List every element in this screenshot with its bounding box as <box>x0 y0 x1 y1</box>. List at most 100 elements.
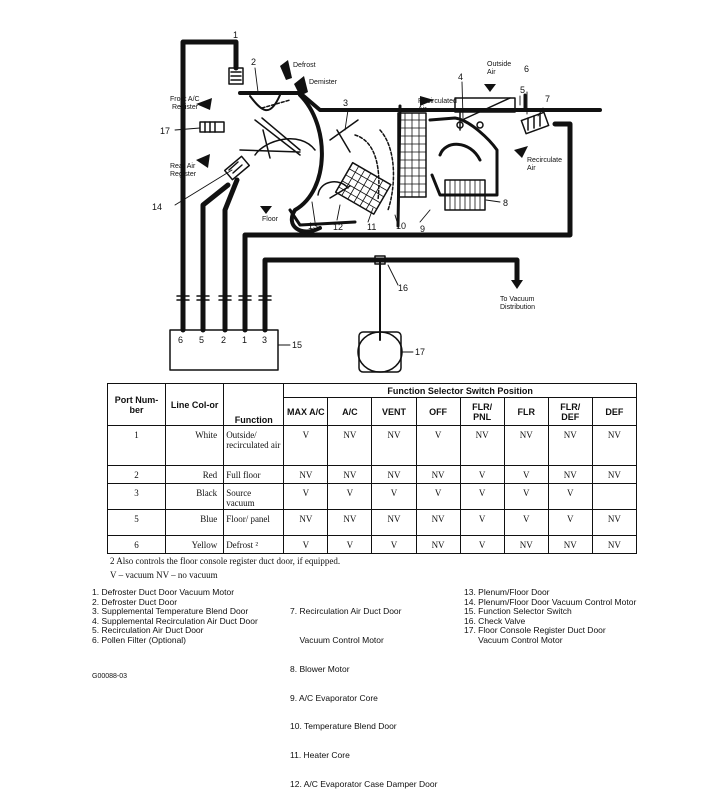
cell-value: V <box>459 535 505 554</box>
cell-value: V <box>371 535 417 554</box>
callout-13: 13 <box>308 221 318 231</box>
switch-port-3: 3 <box>262 335 267 345</box>
header-position: DEF <box>591 397 638 426</box>
cell-value: NV <box>547 535 593 554</box>
cell-value: V <box>415 425 461 466</box>
legend-item: 14. Plenum/Floor Door Vacuum Control Mot… <box>464 596 637 607</box>
header-position: MAX A/C <box>283 397 329 426</box>
cell-value: NV <box>591 425 638 466</box>
table-row: 1 White Outside/ recirculated air V NV N… <box>106 425 638 466</box>
blower-housing <box>428 116 499 197</box>
pollen-filter <box>454 97 516 113</box>
legend-item: 12. A/C Evaporator Case Damper Door <box>290 778 438 789</box>
callout-6: 6 <box>524 64 529 74</box>
header-position: OFF <box>415 397 461 426</box>
vacuum-line-floor-motor <box>222 177 240 333</box>
cell-port: 5 <box>106 509 167 536</box>
label-to-vacuum-2: Distribution <box>500 304 535 311</box>
defrost-arrow <box>280 60 292 80</box>
front-ac-register-motor <box>199 121 225 133</box>
header-function-selector: Function Selector Switch Position <box>283 383 637 398</box>
heater-core <box>334 161 392 215</box>
legend-item: 3. Supplemental Temperature Blend Door <box>92 606 249 617</box>
header-port-number: Port Num-ber <box>106 383 167 426</box>
legend-item: 15. Function Selector Switch <box>464 606 572 617</box>
cell-value: V <box>283 535 329 554</box>
cell-value: NV <box>327 425 373 466</box>
cell-value: V <box>371 483 417 510</box>
defrost-motor-1 <box>228 67 244 85</box>
cell-value: V <box>459 483 505 510</box>
callout-1: 1 <box>233 30 238 40</box>
switch-port-2: 2 <box>221 335 226 345</box>
cell-color: Blue <box>165 509 225 536</box>
callout-8: 8 <box>503 198 508 208</box>
cell-value: V <box>503 509 549 536</box>
switch-port-1: 1 <box>242 335 247 345</box>
cell-value: NV <box>591 465 638 484</box>
legend-item: 16. Check Valve <box>464 615 526 626</box>
legend-item: 10. Temperature Blend Door <box>290 721 397 732</box>
cell-color: Yellow <box>165 535 225 554</box>
label-rear-air-register-2: Register <box>170 171 197 178</box>
cell-value: NV <box>459 425 505 466</box>
header-function: Function <box>223 383 285 426</box>
cell-value: NV <box>503 425 549 466</box>
table-row: 2 Red Full floor NV NV NV NV V V NV NV <box>106 465 638 484</box>
cell-value: V <box>503 483 549 510</box>
legend-item: 8. Blower Motor <box>290 663 350 674</box>
vacuum-line-source <box>262 257 520 333</box>
callout-17-console: 17 <box>415 347 425 357</box>
check-valve <box>374 255 386 265</box>
table-row: 3 Black Source vacuum V V V V V V V <box>106 483 638 510</box>
legend-item: 9. A/C Evaporator Core <box>290 692 378 703</box>
callout-12: 12 <box>333 222 343 232</box>
cell-port: 6 <box>106 535 167 554</box>
cell-value: V <box>459 509 505 536</box>
cell-function: Defrost ² <box>223 535 285 554</box>
callout-11: 11 <box>367 222 376 232</box>
label-to-vacuum-1: To Vacuum <box>500 296 535 303</box>
header-line-color: Line Col-or <box>165 383 225 426</box>
cell-value: V <box>547 509 593 536</box>
cell-port: 2 <box>106 465 167 484</box>
callout-3: 3 <box>343 98 348 108</box>
outside-air-arrow <box>484 84 496 92</box>
cell-value <box>591 483 638 510</box>
cell-function: Full floor <box>223 465 285 484</box>
cell-value: NV <box>371 465 417 484</box>
label-recirculate-air-1: Recirculate <box>527 157 562 164</box>
cell-color: White <box>165 425 225 466</box>
cell-value: NV <box>415 465 461 484</box>
legend-item: 1. Defroster Duct Door Vacuum Motor <box>92 587 235 597</box>
table-footnote: 2 Also controls the floor console regist… <box>110 556 341 566</box>
label-recirculate-air-2: Air <box>527 165 536 172</box>
front-register-arrow <box>196 98 212 110</box>
cell-value: V <box>415 483 461 510</box>
cell-port: 1 <box>106 425 167 466</box>
cell-function: Outside/ recirculated air <box>223 425 285 466</box>
plenum-floor-motor-14 <box>223 155 251 181</box>
callout-17-front: 17 <box>160 126 170 136</box>
cell-value: V <box>283 483 329 510</box>
label-rear-air-register-1: Rear Air <box>170 163 196 170</box>
legend-item: 7. Recirculation Air Duct Door <box>290 606 402 617</box>
label-floor: Floor <box>262 216 279 223</box>
callout-9: 9 <box>420 224 425 234</box>
callout-2: 2 <box>251 57 256 67</box>
cell-value: NV <box>415 509 461 536</box>
cell-color: Red <box>165 465 225 484</box>
legend-item: Vacuum Control Motor <box>290 634 384 645</box>
label-demister: Demister <box>309 79 338 86</box>
cell-value: NV <box>371 509 417 536</box>
callout-16: 16 <box>398 283 408 293</box>
vacuum-system-diagram: 1 2 3 4 5 6 7 8 9 10 11 12 13 14 15 16 1… <box>152 30 602 373</box>
cell-color: Black <box>165 483 225 510</box>
cell-value: V <box>283 425 329 466</box>
legend-item: 5. Recirculation Air Duct Door <box>92 625 204 636</box>
cell-value: NV <box>327 509 373 536</box>
legend-column-1: 1. Defroster Duct Door Vacuum Motor 2. D… <box>92 587 258 646</box>
cell-value: NV <box>283 509 329 536</box>
cell-value: NV <box>371 425 417 466</box>
vacuum-line-rear-register <box>200 182 231 333</box>
